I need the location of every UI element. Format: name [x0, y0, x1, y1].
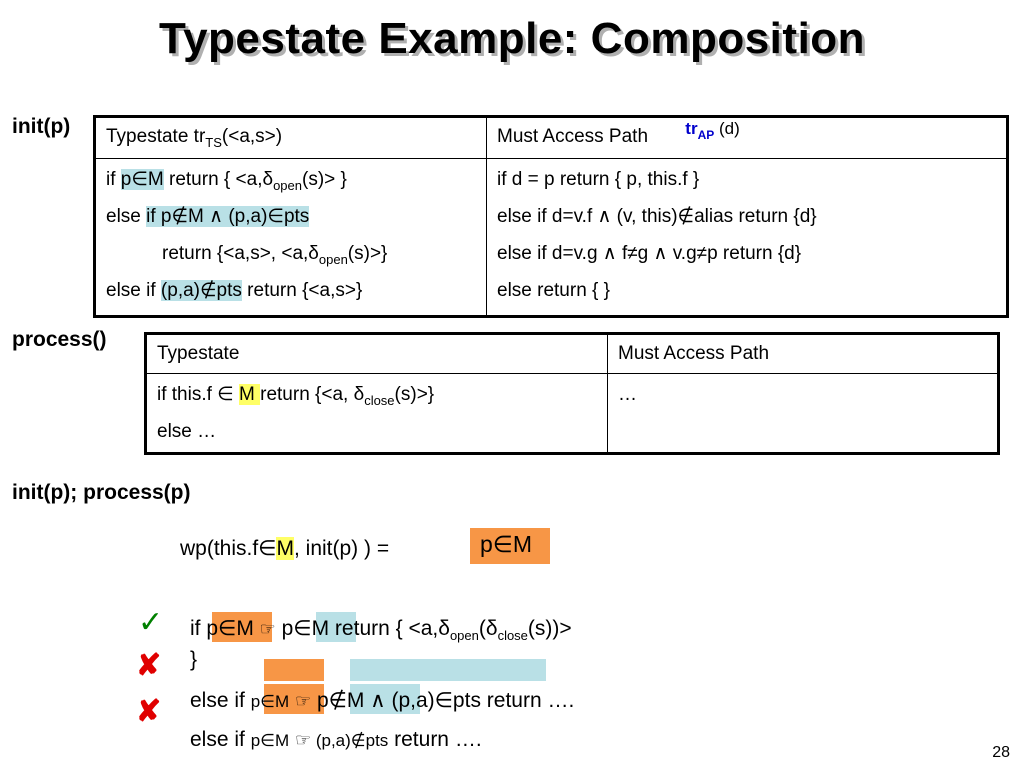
- highlight-m: M: [276, 537, 294, 560]
- header-sub: TS: [205, 135, 222, 150]
- ts-sub: open: [273, 178, 302, 193]
- hand-pointer-icon: ☞: [294, 730, 312, 750]
- derivation-line-4: else if p∈M ☞ (p,a)∉pts return ….: [190, 728, 482, 752]
- highlight-not-in-m: if p∉M ∧ (p,a)∈pts: [146, 206, 310, 227]
- composition-label: init(p); process(p): [12, 481, 191, 504]
- wp-result: p∈M: [480, 531, 532, 557]
- tr-ap-arg: (d): [714, 119, 740, 138]
- orange-box: [264, 659, 324, 681]
- init-label: init(p): [12, 115, 71, 138]
- ts-text: else: [106, 206, 147, 227]
- cross-icon: ✘: [136, 649, 162, 682]
- header-text-post: (<a,s>): [221, 126, 283, 147]
- ts-line-3: return {<a,s>, <a,δopen(s)>}: [106, 235, 476, 272]
- hand-pointer-icon: ☞: [294, 691, 312, 711]
- cross-icon: ✘: [136, 695, 162, 728]
- blue-box: [350, 684, 420, 714]
- derivation-line-1: if p∈M ☞ p∈M return { <a,δopen(δclose(s)…: [190, 616, 572, 643]
- ts-text: return {<a,s>}: [241, 280, 363, 301]
- process-map-header: Must Access Path: [607, 333, 999, 374]
- orange-box: [212, 612, 272, 642]
- blue-box: [316, 612, 356, 642]
- ts-sub: close: [364, 393, 395, 408]
- ts-text: return {<a,s>, <a,δ: [162, 243, 319, 264]
- line4-text: else if: [190, 728, 251, 751]
- ts-text: return {<a, δ: [260, 384, 365, 405]
- process-typestate-header: Typestate: [145, 333, 608, 374]
- orange-box: [264, 684, 324, 714]
- process-table-body-row: if this.f ∈ M return {<a, δclose(s)>} el…: [145, 373, 999, 454]
- ts-line-4: else if (p,a)∉pts return {<a,s>}: [106, 272, 476, 309]
- init-map-cell: if d = p return { p, this.f } else if d=…: [486, 158, 1008, 317]
- highlight-m: M: [239, 384, 261, 405]
- ts-text: if this.f ∈: [157, 384, 240, 405]
- blue-box: [350, 659, 546, 681]
- line1-text: (s))>: [527, 617, 572, 640]
- process-ts-line-2: else …: [157, 421, 217, 442]
- line1-text: (δ: [478, 617, 498, 640]
- ts-text: return { <a,δ: [163, 169, 274, 190]
- wp-text: , init(p) ) =: [293, 537, 390, 560]
- process-table-header-row: Typestate Must Access Path: [145, 333, 999, 374]
- line4-small: (p,a)∉pts: [311, 731, 389, 750]
- ts-sub: open: [318, 252, 348, 267]
- ts-text: else if: [106, 280, 161, 301]
- tr-ap-prefix: tr: [685, 119, 698, 138]
- slide-number: 28: [992, 744, 1010, 761]
- ts-text: (s)>}: [394, 384, 435, 405]
- derivation-line-3: else if p∈M ☞ p∉M ∧ (p,a)∈pts return ….: [190, 688, 574, 713]
- init-table-header-row: Typestate trTS(<a,s>) Must Access Path t…: [94, 116, 1008, 159]
- highlight-p-in-m: p∈M: [120, 169, 164, 190]
- map-line-2: else if d=v.f ∧ (v, this)∉alias return {…: [497, 206, 817, 227]
- map-line-3: else if d=v.g ∧ f≠g ∧ v.g≠p return {d}: [497, 243, 802, 264]
- line4-text: return ….: [388, 728, 482, 751]
- ts-text: (s)> }: [302, 169, 347, 190]
- derivation-line-2: }: [190, 648, 198, 671]
- map-line-4: else return { }: [497, 280, 611, 301]
- init-typestate-header: Typestate trTS(<a,s>): [94, 116, 487, 159]
- if-keyword: if: [190, 617, 201, 640]
- line3-text: p∉M ∧ (p,a)∈pts return ….: [311, 689, 575, 712]
- process-typestate-cell: if this.f ∈ M return {<a, δclose(s)>} el…: [145, 373, 608, 454]
- map-header-text: Must Access Path: [497, 126, 654, 147]
- line1-p-in-m: p∈M: [206, 617, 260, 640]
- line1-sub: open: [449, 628, 479, 643]
- map-line-1: if d = p return { p, this.f }: [497, 169, 700, 190]
- tr-ap-sub: AP: [697, 128, 715, 142]
- wp-result-box: [470, 528, 550, 564]
- ts-text: (s)>}: [347, 243, 388, 264]
- check-icon: ✓: [138, 606, 164, 639]
- header-text: Typestate tr: [106, 126, 206, 147]
- process-table: Typestate Must Access Path if this.f ∈ M…: [144, 332, 1000, 455]
- ts-line-1: if p∈M return { <a,δopen(s)> }: [106, 161, 476, 198]
- ts-line-2: else if p∉M ∧ (p,a)∈pts: [106, 198, 476, 235]
- slide-title: Typestate Example: Composition: [158, 14, 866, 63]
- wp-expression: wp(this.f∈M, init(p) ) =: [180, 536, 389, 561]
- init-map-header: Must Access Path trAP (d): [486, 116, 1008, 159]
- process-map-cell: …: [607, 373, 999, 454]
- hand-pointer-icon: ☞: [259, 619, 276, 639]
- line3-text: else if: [190, 689, 251, 712]
- init-table-body-row: if p∈M return { <a,δopen(s)> } else if p…: [94, 158, 1008, 317]
- ts-text: if: [106, 169, 121, 190]
- wp-text: wp(this.f∈: [180, 537, 277, 560]
- init-table: Typestate trTS(<a,s>) Must Access Path t…: [93, 115, 1009, 318]
- highlight-not-in-pts: (p,a)∉pts: [160, 280, 242, 301]
- tr-ap-label: trAP (d): [685, 119, 740, 141]
- process-label: process(): [12, 328, 107, 351]
- line1-text: p∈M return { <a,δ: [275, 617, 450, 640]
- process-ts-line-1: if this.f ∈ M return {<a, δclose(s)>}: [157, 376, 597, 413]
- line3-small: p∈M: [250, 692, 290, 711]
- line1-sub: close: [497, 628, 528, 643]
- init-typestate-cell: if p∈M return { <a,δopen(s)> } else if p…: [94, 158, 487, 317]
- line4-small: p∈M: [250, 731, 290, 750]
